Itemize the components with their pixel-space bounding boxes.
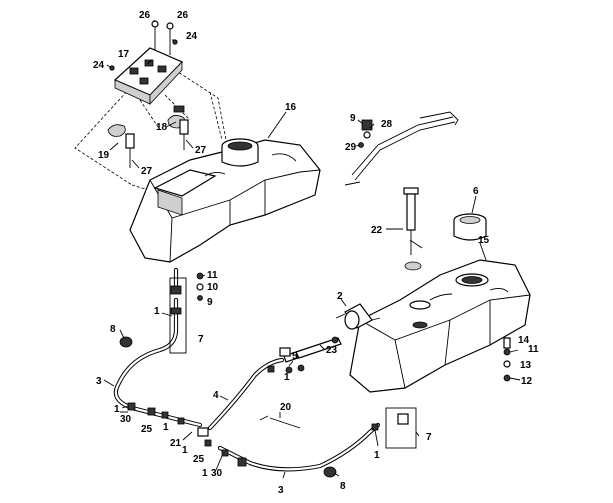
callout-label: 18 [156,122,168,133]
callout-label: 8 [110,324,116,335]
callout-label: 1 [114,404,120,415]
lower-fuel-tank [349,259,531,393]
upper-fuel-tank [129,138,321,263]
cable-assembly [344,111,459,186]
mounting-bracket [109,20,184,106]
callout-label: 8 [340,481,346,492]
callout-label: 3 [278,485,284,496]
fuel-line-23 [283,336,342,363]
callout-label: 1 [182,445,188,456]
callout-label: 25 [141,424,153,435]
callout-label: 11 [528,344,539,355]
callout-label: 27 [141,166,153,177]
callout-labels: 26 26 24 17 24 16 18 19 27 27 9 28 29 6 … [93,10,539,496]
callout-label: 24 [186,31,198,42]
callout-label: 21 [170,438,182,449]
fuel-cap [453,213,487,241]
callout-label: 12 [521,376,533,387]
callout-label: 6 [473,186,479,197]
cable-tie [259,415,301,429]
callout-label: 28 [381,119,393,130]
fuel-filter [335,303,381,330]
callout-label: 26 [139,10,151,21]
callout-label: 9 [350,113,356,124]
callout-label: 1 [284,372,290,383]
callout-label: 30 [211,468,223,479]
fuel-hoses [113,267,381,472]
callout-label: 10 [207,282,219,293]
callout-label: 20 [280,402,292,413]
callout-label: 23 [326,345,338,356]
callout-label: 5 [292,351,298,362]
callout-label: 4 [213,390,219,401]
fuel-sender [403,187,423,271]
callout-label: 2 [337,291,343,302]
callout-label: 30 [120,414,132,425]
callout-label: 7 [426,432,432,443]
callout-label: 11 [207,270,218,281]
callout-label: 24 [93,60,105,71]
hose-clamps [127,285,409,467]
callout-label: 3 [96,376,102,387]
callout-label: 7 [198,334,204,345]
callout-label: 29 [345,142,357,153]
callout-label: 15 [478,235,490,246]
leader-lines [103,20,521,479]
callout-label: 26 [177,10,189,21]
callout-label: 22 [371,225,383,236]
callout-label: 9 [207,297,213,308]
callout-label: 1 [374,450,380,461]
callout-label: 1 [202,468,208,479]
fasteners [119,272,511,478]
callout-label: 14 [518,335,530,346]
callout-label: 27 [195,145,207,156]
callout-label: 16 [285,102,297,113]
callout-label: 17 [118,49,130,60]
callout-label: 25 [193,454,205,465]
callout-label: 13 [520,360,532,371]
fuel-valves [107,105,189,168]
callout-label: 1 [154,306,160,317]
callout-label: 19 [98,150,110,161]
callout-label: 1 [163,422,169,433]
